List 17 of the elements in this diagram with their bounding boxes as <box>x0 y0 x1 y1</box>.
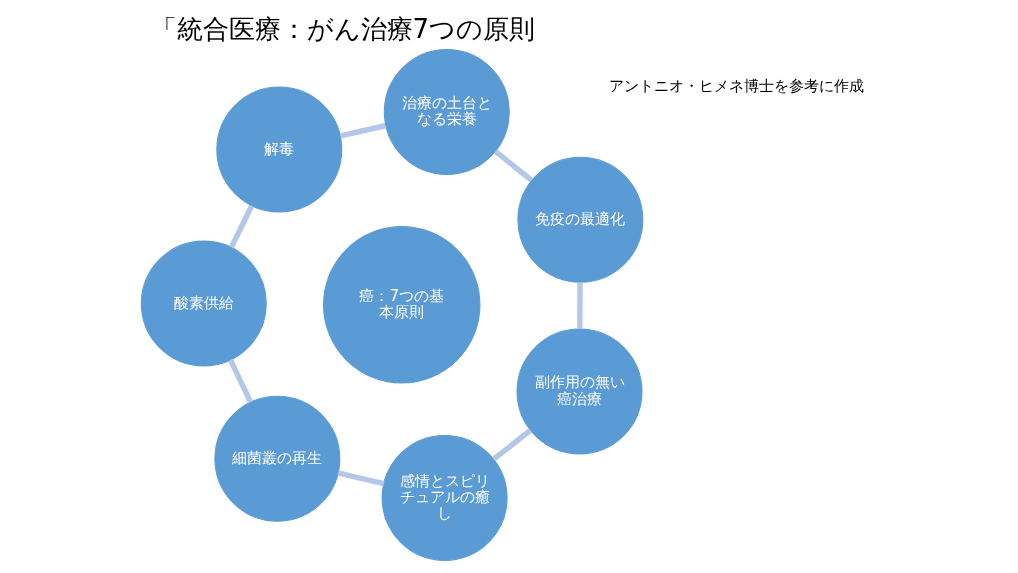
connector <box>577 282 583 329</box>
node-circle: 治療の土台となる栄養 <box>383 49 510 175</box>
node-circle: 癌：7つの基本原則 <box>323 226 481 384</box>
connector <box>492 428 532 462</box>
node-circle: 解毒 <box>216 86 343 213</box>
connector <box>337 470 385 487</box>
connector <box>229 204 255 249</box>
node-circle: 免疫の最適化 <box>517 156 644 283</box>
connector <box>339 123 386 139</box>
connector <box>228 358 253 404</box>
node-circle: 感情とスピリチュアルの癒し <box>381 434 508 561</box>
node-circle: 副作用の無い癌治療 <box>516 328 643 455</box>
node-circle: 酸素供給 <box>140 240 267 367</box>
label: アントニオ・ヒメネ博士を参考に作成 <box>608 76 864 95</box>
diagram-title: 「統合医療：がん治療7つの原則 <box>150 13 536 44</box>
connector <box>494 149 534 183</box>
node-circle: 細菌叢の再生 <box>214 395 341 522</box>
